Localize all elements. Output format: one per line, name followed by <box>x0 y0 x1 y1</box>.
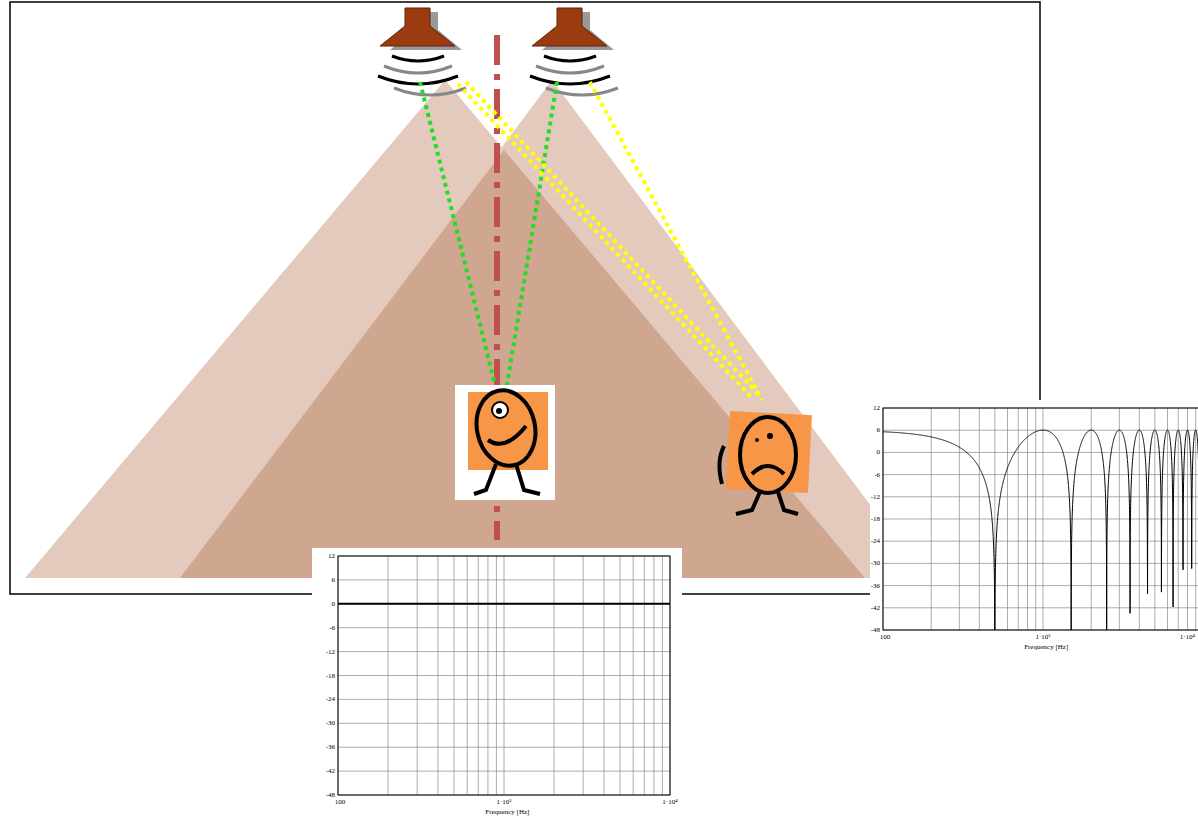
grid-line <box>883 474 1198 475</box>
sound-wave <box>392 56 444 61</box>
speaker-symbol <box>532 8 607 46</box>
grid-line <box>338 579 670 580</box>
axis-tick-label: 6 <box>877 427 881 434</box>
chart-ground <box>312 548 682 820</box>
grid-line <box>883 519 1198 520</box>
happy-listener <box>455 385 555 500</box>
figure-leg <box>474 464 496 494</box>
axis-tick-label: -12 <box>326 648 335 655</box>
figure-smile <box>488 426 526 444</box>
axis-tick-label: -6 <box>329 624 335 631</box>
axis-tick-label: -18 <box>871 516 880 523</box>
response-curve <box>338 603 670 605</box>
axis-tick-label: -36 <box>326 744 335 751</box>
axis-tick-label: -30 <box>871 560 880 567</box>
grid-line <box>338 627 670 628</box>
figure-frown <box>752 466 784 474</box>
axis-tick-label: 1·10⁴ <box>662 799 677 806</box>
axis-tick-label: -24 <box>326 696 335 703</box>
grid-line <box>883 563 1198 564</box>
grid-line <box>338 675 670 676</box>
sound-wave <box>378 76 458 84</box>
response-charts <box>312 400 1198 820</box>
grid-line <box>883 607 1198 608</box>
sound-path <box>507 82 557 385</box>
grid-line <box>883 585 1198 586</box>
axis-tick-label: -6 <box>874 471 880 478</box>
axis-tick-label: 0 <box>332 600 336 607</box>
axis-tick-label: 100 <box>880 634 891 641</box>
left-speaker-cone <box>25 80 865 578</box>
chart-ground <box>870 400 1198 660</box>
figure-square <box>726 411 812 493</box>
grid-line <box>883 496 1198 497</box>
axis-tick-label: -42 <box>871 604 880 611</box>
sound-path <box>466 82 760 396</box>
figure-eye <box>767 433 773 439</box>
grid-line <box>338 747 670 748</box>
response-curve <box>883 430 1198 630</box>
grid-line <box>338 651 670 652</box>
figure-pupil <box>496 408 502 414</box>
frequency-chart <box>870 400 1198 663</box>
frequency-chart <box>312 548 687 820</box>
figure-eye <box>492 402 508 418</box>
axis-title: Frequency [Hz] <box>485 809 529 816</box>
axis-tick-label: 0 <box>877 449 881 456</box>
figure-eye <box>755 438 759 442</box>
figure-face <box>740 417 796 493</box>
plot-frame <box>883 408 1198 630</box>
figure-arm <box>719 446 724 484</box>
sound-wave <box>530 76 610 84</box>
sound-path <box>420 82 495 385</box>
cone-overlap <box>180 150 865 578</box>
axis-tick-label: 1·10⁴ <box>1180 634 1195 641</box>
plot-frame <box>338 556 670 795</box>
figure-ground <box>455 385 555 500</box>
axis-tick-label: -24 <box>871 538 880 545</box>
sad-listener <box>719 411 812 514</box>
axis-tick-label: 1·10³ <box>1036 634 1051 641</box>
figure-leg <box>778 492 798 514</box>
sound-wave <box>544 56 596 61</box>
axis-tick-label: -30 <box>326 720 335 727</box>
axis-title: Frequency [Hz] <box>1024 644 1068 651</box>
axis-tick-label: 1·10³ <box>497 799 512 806</box>
speaker-symbol <box>380 8 455 46</box>
grid-line <box>338 723 670 724</box>
figure-leg <box>516 464 540 494</box>
sound-wave <box>536 66 604 73</box>
figure-face <box>470 385 543 471</box>
axis-tick-label: -48 <box>871 627 880 634</box>
axis-tick-label: 6 <box>332 576 336 583</box>
right-speaker-cone <box>180 80 925 578</box>
axis-tick-label: 12 <box>328 553 335 560</box>
figure-leg <box>736 492 760 514</box>
sound-path <box>458 84 752 398</box>
grid-line <box>338 699 670 700</box>
axis-tick-label: -48 <box>326 792 335 799</box>
axis-tick-label: 100 <box>335 799 346 806</box>
grid-line <box>338 771 670 772</box>
grid-line <box>883 452 1198 453</box>
axis-tick-label: 12 <box>873 405 880 412</box>
axis-tick-label: -18 <box>326 672 335 679</box>
sound-wave <box>394 88 466 95</box>
axis-tick-label: -12 <box>871 493 880 500</box>
grid-line <box>883 541 1198 542</box>
sound-wave <box>384 66 452 73</box>
axis-tick-label: -42 <box>326 768 335 775</box>
axis-tick-label: -36 <box>871 582 880 589</box>
sound-path <box>590 82 762 400</box>
right-speaker <box>530 8 618 95</box>
